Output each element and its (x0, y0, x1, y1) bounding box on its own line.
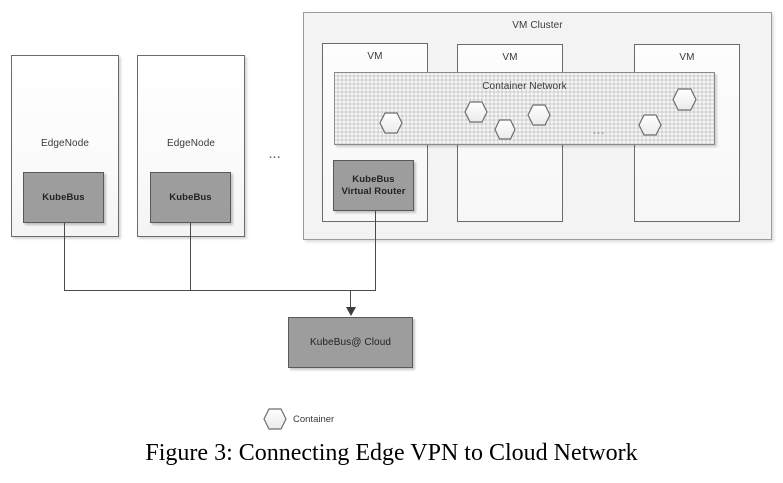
kubebus-virtual-router-box: KubeBus Virtual Router (333, 160, 414, 211)
connector-cloud-arrowhead (346, 307, 356, 316)
kubebus-box-1-label: KubeBus (42, 192, 85, 203)
container-5-icon (672, 88, 697, 111)
connector-bus-horizontal (64, 290, 376, 291)
connector-router-vertical (375, 211, 376, 291)
edge-node-2-title: EdgeNode (166, 138, 216, 149)
connector-edge1-vertical (64, 223, 65, 291)
kubebus-box-1: KubeBus (23, 172, 104, 223)
edge-nodes-ellipsis: ... (269, 149, 282, 161)
figure-caption: Figure 3: Connecting Edge VPN to Cloud N… (145, 440, 638, 466)
vm-box-1-title: VM (367, 51, 383, 62)
kubebus-virtual-router-line2: Virtual Router (341, 186, 406, 197)
kubebus-virtual-router-line1: KubeBus (352, 174, 395, 185)
legend: Container (263, 408, 334, 430)
vm-box-2-title: VM (502, 52, 518, 63)
vm-box-3-title: VM (679, 52, 695, 63)
legend-label: Container (293, 413, 335, 425)
kubebus-box-2-label: KubeBus (169, 192, 212, 203)
container-4-icon (527, 104, 551, 126)
kubebus-cloud-box: KubeBus@ Cloud (288, 317, 413, 368)
container-6-icon (638, 114, 662, 136)
container-network-ellipsis: ... (593, 125, 606, 137)
container-network-title: Container Network (482, 81, 567, 92)
container-2-icon (464, 101, 488, 123)
kubebus-cloud-label: KubeBus@ Cloud (309, 337, 392, 348)
connector-edge2-vertical (190, 223, 191, 291)
kubebus-box-2: KubeBus (150, 172, 231, 223)
kubebus-virtual-router-label: KubeBus Virtual Router (334, 174, 413, 198)
connector-cloud-vertical (350, 290, 351, 309)
container-3-icon (494, 119, 516, 140)
edge-node-1-title: EdgeNode (40, 138, 90, 149)
legend-hexagon-icon (263, 408, 287, 430)
vm-cluster-title: VM Cluster (512, 20, 563, 31)
container-1-icon (379, 112, 403, 134)
